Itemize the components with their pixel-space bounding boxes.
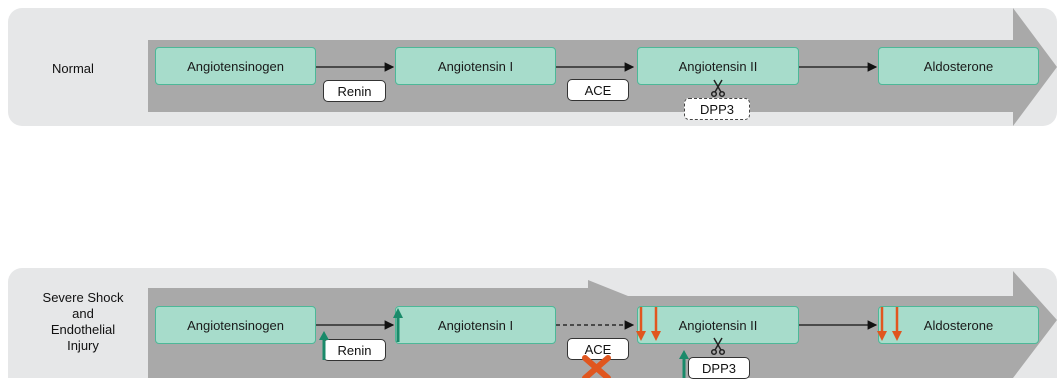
dpp3-increase-arrow-icon	[679, 350, 689, 378]
normal-node-aldosterone: Aldosterone	[878, 47, 1039, 85]
normal-enzyme-dpp3: DPP3	[684, 98, 750, 120]
shock-label-line-2: and	[72, 306, 94, 321]
normal-node-angiotensin-1: Angiotensin I	[395, 47, 556, 85]
shock-node-aldosterone: Aldosterone	[878, 306, 1039, 344]
shock-node-angiotensinogen: Angiotensinogen	[155, 306, 316, 344]
normal-enzyme-renin: Renin	[323, 80, 386, 102]
shock-scissors-icon	[710, 337, 726, 356]
shock-enzyme-ace: ACE	[567, 338, 629, 360]
shock-label-line-3: Endothelial	[50, 322, 116, 337]
aldo-decrease-arrows-icon	[877, 307, 902, 341]
shock-enzyme-renin: Renin	[323, 339, 386, 361]
ang2-decrease-arrows-icon	[636, 307, 661, 341]
shock-node-angiotensin-2: Angiotensin II	[637, 306, 799, 344]
normal-label: Normal	[52, 61, 94, 76]
renin-increase-arrow-icon	[319, 331, 329, 360]
shock-label-line-1: Severe Shock	[42, 290, 124, 305]
shock-label-line-4: Injury	[67, 338, 99, 353]
ang1-increase-arrow-icon	[393, 308, 403, 342]
normal-enzyme-ace: ACE	[567, 79, 629, 101]
normal-node-angiotensin-2: Angiotensin II	[637, 47, 799, 85]
normal-node-angiotensinogen: Angiotensinogen	[155, 47, 316, 85]
ace-blocked-x-icon	[582, 355, 611, 378]
shock-label: Severe Shock and Endothelial Injury	[28, 290, 138, 354]
shock-node-angiotensin-1: Angiotensin I	[395, 306, 556, 344]
